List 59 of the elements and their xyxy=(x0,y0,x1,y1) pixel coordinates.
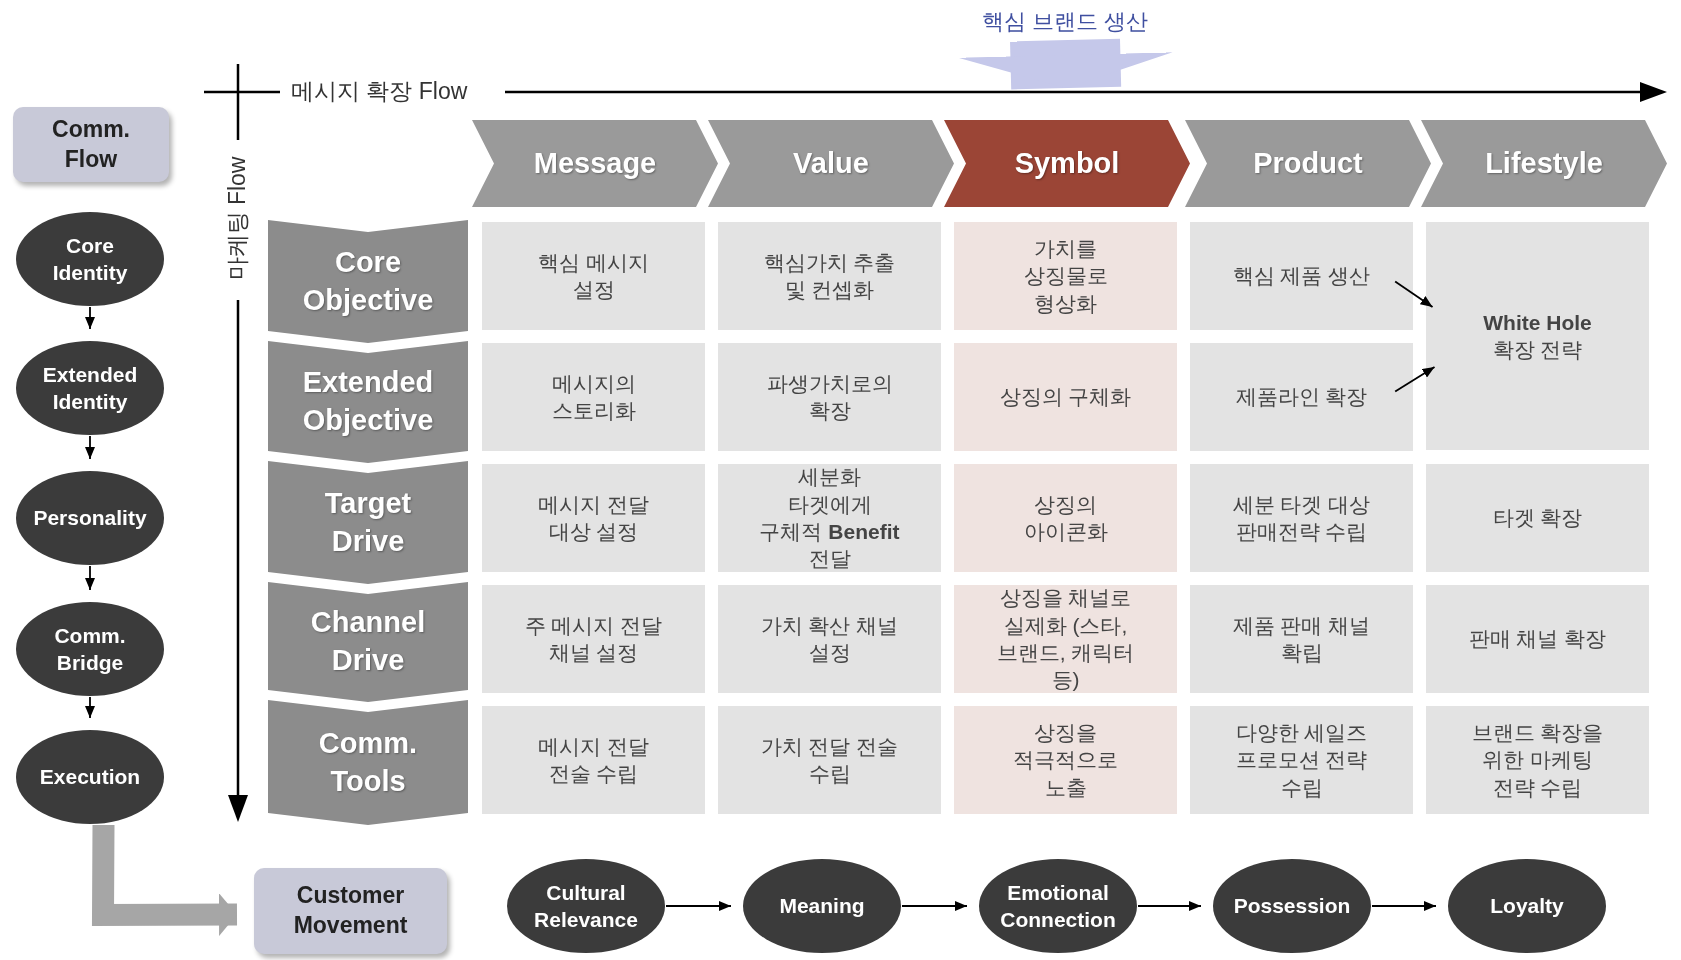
chevron-step: Message xyxy=(472,120,718,207)
grid-cell: 주 메시지 전달 채널 설정 xyxy=(482,585,705,693)
row-header: Extended Objective xyxy=(268,341,468,463)
row-header: Target Drive xyxy=(268,461,468,584)
arrow xyxy=(85,696,95,719)
grid-cell: White Hole 확장 전략 xyxy=(1426,222,1649,450)
arrow xyxy=(85,565,95,591)
arrow xyxy=(85,306,95,330)
grid-cell: 다양한 세일즈 프로모션 전략 수립 xyxy=(1190,706,1413,814)
arrow xyxy=(1394,366,1436,393)
grid-cell: 제품 판매 채널 확립 xyxy=(1190,585,1413,693)
grid-cell: 타겟 확장 xyxy=(1426,464,1649,572)
arrow xyxy=(665,901,732,911)
arrow xyxy=(901,901,968,911)
grid-cell: 메시지의 스토리화 xyxy=(482,343,705,451)
grid-cell: 세분화 타겟에게 구체적 Benefit 전달 xyxy=(718,464,941,572)
stage-ellipse: Loyalty xyxy=(1447,858,1607,954)
grid-cell: 상징을 적극적으로 노출 xyxy=(954,706,1177,814)
grid-cell: 파생가치로의 확장 xyxy=(718,343,941,451)
chevron-step: Value xyxy=(708,120,954,207)
arrow xyxy=(85,435,95,460)
stage-ellipse: Emotional Connection xyxy=(978,858,1138,954)
stage-ellipse: Core Identity xyxy=(15,211,165,307)
grid-cell: 브랜드 확장을 위한 마케팅 전략 수립 xyxy=(1426,706,1649,814)
chevron-step: Symbol xyxy=(944,120,1190,207)
grid-cell: 메시지 전달 대상 설정 xyxy=(482,464,705,572)
grid-cell: 가치 확산 채널 설정 xyxy=(718,585,941,693)
stage-ellipse: Cultural Relevance xyxy=(506,858,666,954)
grid-cell: 핵심가치 추출 및 컨셉화 xyxy=(718,222,941,330)
grid-cell: 판매 채널 확장 xyxy=(1426,585,1649,693)
grid-cell: 상징을 채널로 실제화 (스타, 브랜드, 캐릭터 등) xyxy=(954,585,1177,693)
grid-cell: 상징의 아이콘화 xyxy=(954,464,1177,572)
heading-text: 핵심 브랜드 생산 xyxy=(930,4,1200,40)
row-header: Channel Drive xyxy=(268,582,468,702)
stage-ellipse: Personality xyxy=(15,470,165,566)
label-box: Customer Movement xyxy=(254,868,447,954)
row-header: Comm. Tools xyxy=(268,700,468,825)
label-box: Comm. Flow xyxy=(13,107,169,182)
chevron-step: Lifestyle xyxy=(1421,120,1667,207)
stage-ellipse: Extended Identity xyxy=(15,340,165,436)
stage-ellipse: Comm. Bridge xyxy=(15,601,165,697)
stage-ellipse: Execution xyxy=(15,729,165,825)
arrow xyxy=(1371,901,1437,911)
grid-cell: 가치 전달 전술 수립 xyxy=(718,706,941,814)
stage-ellipse: Meaning xyxy=(742,858,902,954)
grid-cell: 핵심 메시지 설정 xyxy=(482,222,705,330)
grid-cell: 제품라인 확장 xyxy=(1190,343,1413,451)
grid-cell: 세분 타겟 대상 판매전략 수립 xyxy=(1190,464,1413,572)
row-header: Core Objective xyxy=(268,220,468,343)
chevron-step: Product xyxy=(1185,120,1431,207)
block-arrow xyxy=(958,38,1173,90)
grid-cell: 상징의 구체화 xyxy=(954,343,1177,451)
arrow xyxy=(1137,901,1202,911)
grid-cell: 핵심 제품 생산 xyxy=(1190,222,1413,330)
stage-ellipse: Possession xyxy=(1212,858,1372,954)
block-arrow xyxy=(91,824,238,936)
arrow xyxy=(1394,280,1434,308)
grid-cell: 가치를 상징물로 형상화 xyxy=(954,222,1177,330)
grid-cell: 메시지 전달 전술 수립 xyxy=(482,706,705,814)
